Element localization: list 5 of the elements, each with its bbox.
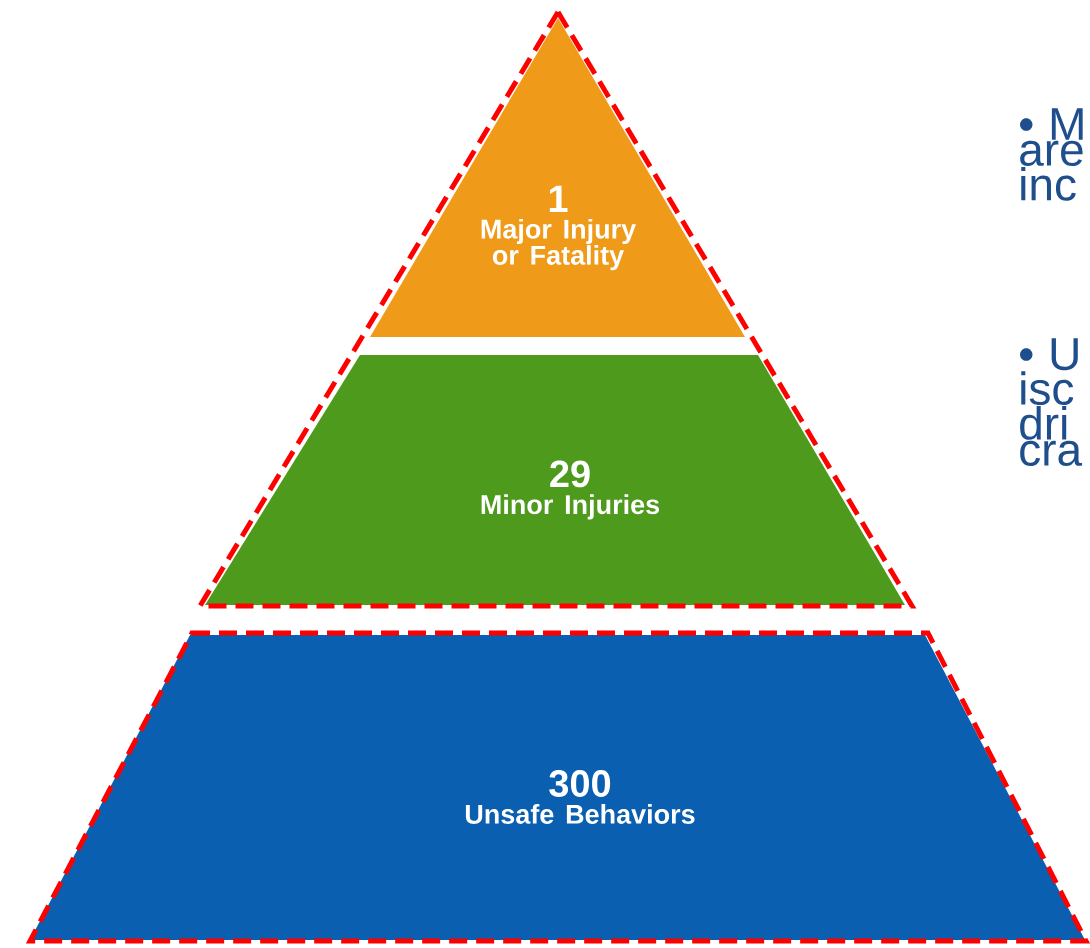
- pyramid-tier: 29 Minor Injuries: [205, 355, 905, 605]
- pyramid-tier: 1 Major Injury or Fatality: [370, 18, 745, 337]
- bullet-text: • M are inc: [1020, 108, 1083, 201]
- bullet-text: • U isc dri cra: [1020, 338, 1083, 467]
- pyramid-tier: 300 Unsafe Behaviors: [30, 635, 1085, 940]
